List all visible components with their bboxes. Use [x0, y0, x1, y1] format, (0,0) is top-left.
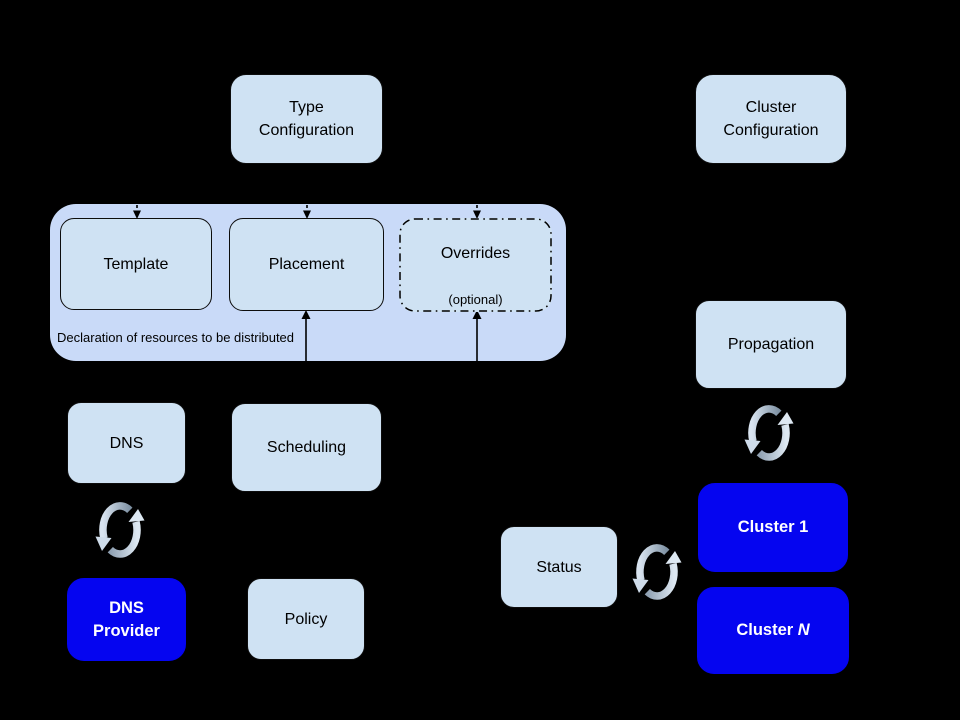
overrides-title: Overrides [440, 245, 511, 262]
cluster-n-prefix: Cluster [736, 621, 798, 639]
sync-icon [92, 493, 148, 567]
policy-label: Policy [284, 610, 328, 628]
dashed-arrow-into-template [133, 205, 141, 219]
up-arrow-into-placement [301, 310, 311, 362]
cluster-1-node: Cluster 1 [698, 483, 848, 572]
dashed-arrow-into-placement [303, 205, 311, 219]
type-configuration-label: Type Configuration [258, 99, 355, 139]
cluster-n-italic: N [797, 621, 810, 639]
cluster-configuration-node: Cluster Configuration [695, 74, 847, 164]
cluster-n-node: Cluster N [697, 587, 849, 674]
cluster-1-label: Cluster 1 [737, 518, 809, 536]
cluster-n-label: Cluster N [736, 619, 809, 642]
dashed-arrow-into-overrides [473, 205, 481, 219]
propagation-node: Propagation [695, 300, 847, 389]
template-label: Template [103, 255, 169, 273]
template-node: Template [60, 218, 212, 310]
dns-node: DNS [67, 402, 186, 484]
dns-provider-node: DNS Provider [67, 578, 186, 661]
placement-label: Placement [268, 256, 345, 273]
overrides-node: Overrides (optional) [399, 218, 552, 312]
sync-icon [629, 535, 685, 609]
up-arrow-into-overrides [472, 310, 482, 362]
type-configuration-node: Type Configuration [230, 74, 383, 164]
placement-node: Placement [229, 218, 384, 311]
dns-provider-label: DNS Provider [93, 598, 160, 640]
resource-group-caption: Declaration of resources to be distribut… [57, 330, 295, 345]
overrides-sublabel: (optional) [448, 292, 503, 307]
sync-icon [741, 396, 797, 470]
status-node: Status [500, 526, 618, 608]
propagation-label: Propagation [727, 336, 815, 353]
dns-label: DNS [109, 434, 144, 452]
scheduling-node: Scheduling [231, 403, 382, 492]
cluster-configuration-label: Cluster Configuration [723, 99, 819, 139]
overrides-label: Overrides (optional) [441, 219, 510, 311]
status-label: Status [536, 558, 582, 576]
policy-node: Policy [247, 578, 365, 660]
scheduling-label: Scheduling [266, 439, 347, 456]
overrides-dashdot-border [399, 218, 552, 312]
